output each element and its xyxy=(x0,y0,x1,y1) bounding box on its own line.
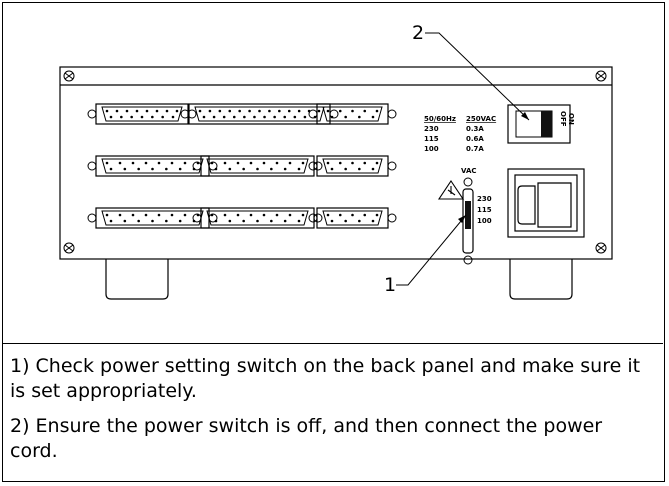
chassis xyxy=(59,66,613,300)
selector-option-115: 115 xyxy=(477,206,492,214)
rating-v-0: 230 xyxy=(424,125,439,133)
rating-a-0: 0.3A xyxy=(466,125,484,133)
callout-1: 1 xyxy=(384,214,467,296)
callout-1-number: 1 xyxy=(384,274,396,296)
d-sub-connector xyxy=(308,103,397,125)
selector-option-100: 100 xyxy=(477,217,492,225)
rating-a-1: 0.6A xyxy=(466,135,484,143)
power-switch[interactable]: OFF ON xyxy=(507,104,575,144)
selector-option-230: 230 xyxy=(477,195,492,203)
switch-on-label: ON xyxy=(567,113,575,125)
selector-unit-label: VAC xyxy=(461,167,477,175)
figure-frame: 50/60Hz 250VAC 230 0.3A 115 0.6A 100 0.7… xyxy=(2,2,665,482)
rating-a-2: 0.7A xyxy=(466,145,484,153)
d-sub-connector xyxy=(192,155,323,177)
instruction-step-1: 1) Check power setting switch on the bac… xyxy=(10,355,641,402)
instruction-step-2: 2) Ensure the power switch is off, and t… xyxy=(10,415,603,462)
rating-v-2: 100 xyxy=(424,145,439,153)
d-sub-connector xyxy=(192,207,323,229)
d-sub-connector xyxy=(87,155,218,177)
callout-2: 2 xyxy=(412,22,530,121)
rating-header-volt: 250VAC xyxy=(466,115,496,123)
d-sub-connector xyxy=(308,155,397,177)
rating-label: 50/60Hz 250VAC 230 0.3A 115 0.6A 100 0.7… xyxy=(424,115,496,153)
callout-2-number: 2 xyxy=(412,22,424,44)
d-sub-connector xyxy=(87,103,197,125)
d-sub-connector xyxy=(308,207,397,229)
back-panel-figure: 50/60Hz 250VAC 230 0.3A 115 0.6A 100 0.7… xyxy=(3,3,663,344)
screw-icon xyxy=(63,70,607,254)
switch-off-label: OFF xyxy=(559,111,567,127)
rating-v-1: 115 xyxy=(424,135,439,143)
warning-icon xyxy=(437,180,465,200)
d-sub-connectors xyxy=(87,103,397,229)
power-inlet xyxy=(507,168,585,238)
back-panel-diagram: 50/60Hz 250VAC 230 0.3A 115 0.6A 100 0.7… xyxy=(59,22,613,300)
rating-header-freq: 50/60Hz xyxy=(424,115,456,123)
d-sub-connector xyxy=(87,207,218,229)
d-sub-connector xyxy=(180,103,339,125)
